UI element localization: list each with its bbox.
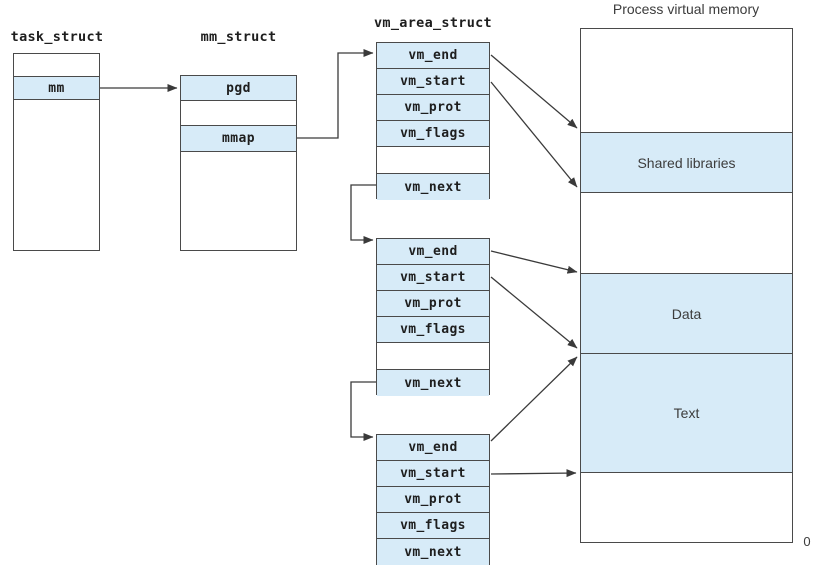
vma3-vm-flags: vm_flags <box>377 513 489 539</box>
vma-block-2: vm_end vm_start vm_prot vm_flags vm_next <box>376 238 490 396</box>
mm-struct-body <box>181 152 296 250</box>
vma3-vm-end: vm_end <box>377 435 489 461</box>
arrow-vma2-end-to-data-top <box>490 250 578 274</box>
task-struct-mm-field: mm <box>14 77 99 100</box>
task-struct-label: task_struct <box>10 29 104 45</box>
task-struct-box: mm <box>13 53 100 251</box>
memory-segment-text: Text <box>581 354 792 473</box>
vma1-vm-start: vm_start <box>377 69 489 95</box>
arrow-vma1-start-to-sharedlibs-bottom <box>490 81 578 188</box>
memory-segment-top-empty <box>581 29 792 133</box>
memory-segment-bottom-empty <box>581 473 792 544</box>
vma2-vm-flags: vm_flags <box>377 317 489 343</box>
vma2-vm-prot: vm_prot <box>377 291 489 317</box>
vm-area-struct-label: vm_area_struct <box>374 15 492 31</box>
vma1-vm-end: vm_end <box>377 43 489 69</box>
arrow-mmap-to-vma1 <box>297 49 374 139</box>
vma-block-1: vm_end vm_start vm_prot vm_flags vm_next <box>376 42 490 200</box>
arrow-vma2-next-to-vma3 <box>350 381 376 441</box>
mm-struct-box: pgd mmap <box>180 75 297 251</box>
memory-segment-empty-2 <box>581 193 792 274</box>
arrow-vma1-next-to-vma2 <box>350 184 376 244</box>
arrow-vma1-end-to-sharedlibs-top <box>490 54 578 129</box>
arrow-vma3-start-to-text-bottom <box>490 469 577 478</box>
vma-block-3: vm_end vm_start vm_prot vm_flags vm_next <box>376 434 490 565</box>
memory-origin-zero-label: 0 <box>803 534 811 549</box>
arrow-vma2-start-to-data-bottom <box>490 276 578 349</box>
task-struct-body <box>14 100 99 250</box>
vma3-vm-prot: vm_prot <box>377 487 489 513</box>
memory-column: Shared libraries Data Text <box>580 28 793 543</box>
vma2-vm-start: vm_start <box>377 265 489 291</box>
vma1-vm-flags: vm_flags <box>377 121 489 147</box>
vma1-vm-next: vm_next <box>377 174 489 200</box>
mm-struct-pgd-field: pgd <box>181 76 296 101</box>
mm-struct-label: mm_struct <box>200 29 277 45</box>
mm-struct-empty-row <box>181 101 296 126</box>
vma1-empty-row <box>377 147 489 174</box>
task-struct-empty-row <box>14 54 99 77</box>
memory-segment-data: Data <box>581 274 792 354</box>
arrow-vma3-end-to-text-top <box>490 356 578 442</box>
vma3-vm-start: vm_start <box>377 461 489 487</box>
mm-struct-mmap-field: mmap <box>181 126 296 152</box>
vma1-vm-prot: vm_prot <box>377 95 489 121</box>
vma3-vm-next: vm_next <box>377 539 489 565</box>
memory-column-title: Process virtual memory <box>612 1 760 17</box>
vma2-vm-next: vm_next <box>377 370 489 396</box>
memory-segment-shared-libraries: Shared libraries <box>581 133 792 193</box>
vma2-vm-end: vm_end <box>377 239 489 265</box>
vma2-empty-row <box>377 343 489 370</box>
